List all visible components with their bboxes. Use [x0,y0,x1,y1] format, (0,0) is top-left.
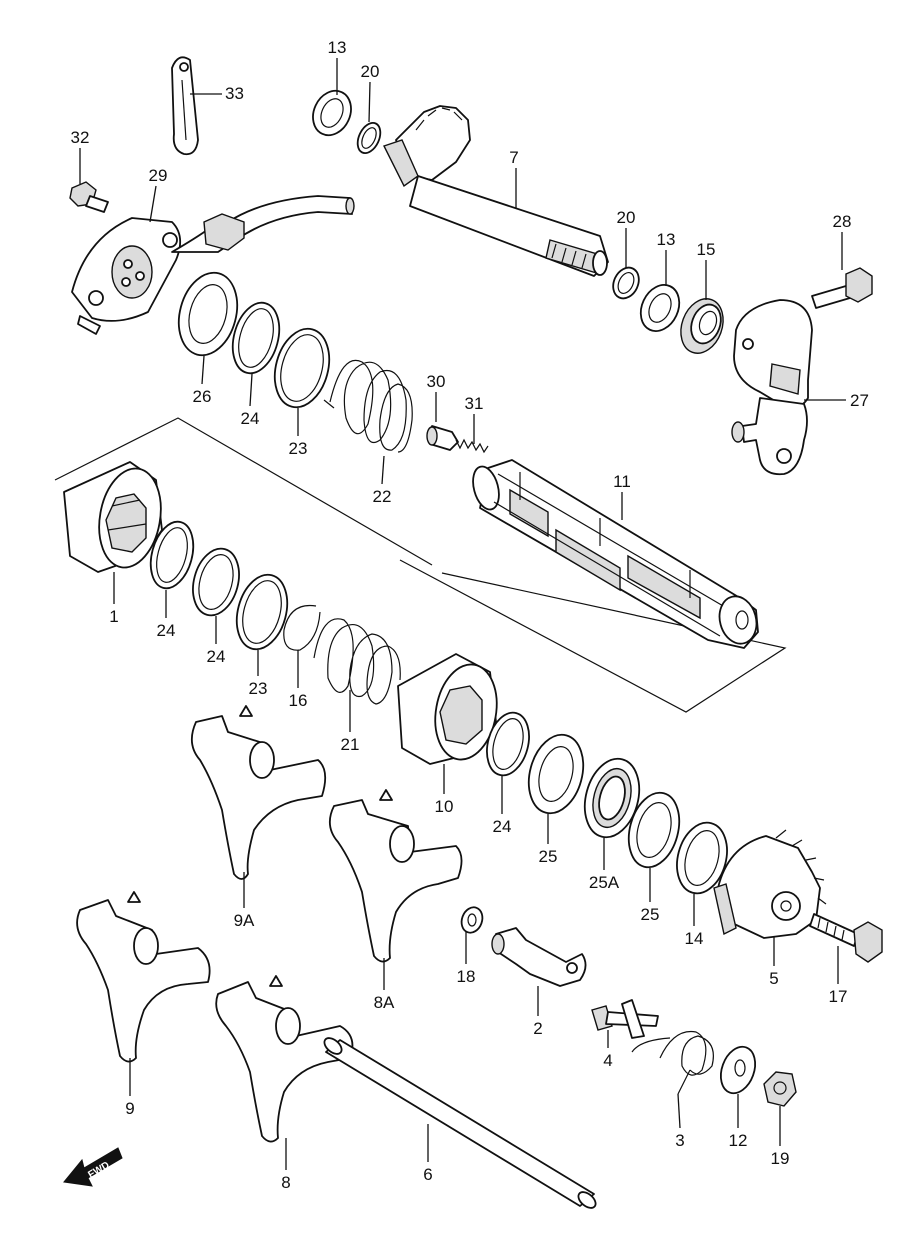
callout-24-left-b: 24 [207,647,226,666]
callout-17: 17 [829,987,848,1006]
part-33-clip [171,56,199,156]
part-18-washer [460,906,484,934]
part-14-washer [676,821,728,895]
callout-20-top: 20 [361,62,380,81]
part-32-bolt [69,181,109,213]
callout-12: 12 [729,1131,748,1150]
part-25-washer-b [627,791,681,869]
callout-2: 2 [533,1019,542,1038]
part-1-cam [63,461,163,573]
callout-labels: 13 20 33 32 29 7 20 13 15 28 27 26 24 23… [71,38,869,1192]
callout-15: 15 [697,240,716,259]
callout-29: 29 [149,166,168,185]
callout-24-center: 24 [493,817,512,836]
part-15-oil-seal [680,298,724,354]
callout-33: 33 [225,84,244,103]
callout-19: 19 [771,1149,790,1168]
callout-4: 4 [603,1051,612,1070]
callout-26: 26 [193,387,212,406]
callout-25-a: 25 [539,847,558,866]
callout-24-top: 24 [241,409,260,428]
callout-13-right: 13 [657,230,676,249]
callout-22: 22 [373,487,392,506]
part-23-washer-left [235,573,289,651]
part-19-nut [763,1071,797,1107]
part-22-spring [323,359,413,453]
part-2-stopper-arm [491,927,587,987]
part-25-washer-a [527,733,585,815]
part-24-circlip-left-b [192,547,240,617]
part-17-bolt [809,913,883,963]
callout-23-left: 23 [249,679,268,698]
callout-21: 21 [341,735,360,754]
callout-28: 28 [833,212,852,231]
callout-32: 32 [71,128,90,147]
part-3-spring [631,1030,714,1095]
part-24-circlip-left-a [149,520,195,590]
part-8-shift-fork [215,975,354,1143]
callout-8: 8 [281,1173,290,1192]
part-27-shift-arm [731,299,813,476]
leader-lines [79,58,846,1170]
callout-6: 6 [423,1165,432,1184]
part-21-spring [313,618,401,705]
callout-27: 27 [850,391,869,410]
part-5-gear-cam [713,829,827,939]
callout-5: 5 [769,969,778,988]
subassembly-outline [54,417,787,713]
part-13-washer-top [312,89,352,137]
callout-9: 9 [125,1099,134,1118]
part-30-pin [426,425,459,451]
callout-11: 11 [613,472,631,491]
callout-16: 16 [289,691,308,710]
part-10-cam [397,653,498,765]
callout-1: 1 [109,607,118,626]
callout-24-left-a: 24 [157,621,176,640]
part-4-bolt [591,999,659,1039]
part-11-shift-drum [472,459,759,649]
part-29-sensor [71,195,355,335]
callout-7: 7 [509,148,518,167]
part-31-spring [455,438,489,454]
part-23-washer-top [273,327,331,409]
callout-23-top: 23 [289,439,308,458]
callout-8A: 8A [374,993,395,1012]
part-12-washer [719,1045,757,1095]
callout-18: 18 [457,967,476,986]
part-6-fork-shaft [323,1037,597,1209]
fwd-label: FWD [86,1160,111,1181]
part-7-shift-shaft [383,105,609,277]
callout-13-top: 13 [328,38,347,57]
callout-30: 30 [427,372,446,391]
callout-31: 31 [465,394,484,413]
part-28-bolt [811,267,873,309]
part-26-washer [177,271,239,357]
part-9-shift-fork [76,891,211,1063]
callout-25-b: 25 [641,905,660,924]
part-13-washer-right [639,284,681,332]
part-16-clip [283,604,321,651]
callout-9A: 9A [234,911,255,930]
fwd-arrow-icon: FWD [63,1147,123,1187]
callout-25A: 25A [589,873,620,892]
part-8A-shift-fork [328,789,463,963]
part-24-circlip-top [231,301,281,375]
part-24-circlip-center [486,711,530,777]
part-20-circlip-right [612,266,640,300]
callout-20-right: 20 [617,208,636,227]
part-20-circlip-top [356,121,382,155]
callout-3: 3 [675,1131,684,1150]
callout-10: 10 [435,797,454,816]
part-25A-bearing [583,757,641,839]
part-9A-shift-fork [190,705,327,880]
callout-14: 14 [685,929,704,948]
